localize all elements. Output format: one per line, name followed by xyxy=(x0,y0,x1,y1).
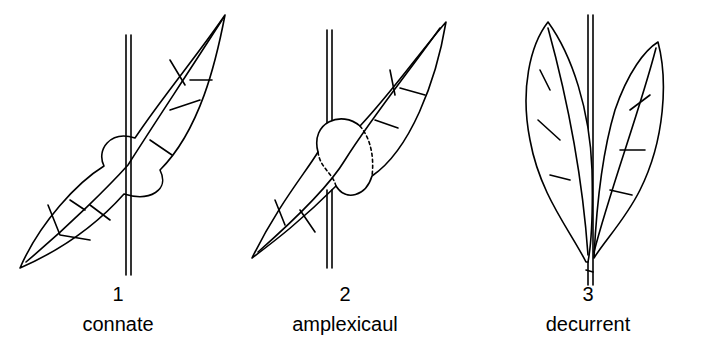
callout-number: 3 xyxy=(582,282,593,306)
connate-leaf xyxy=(20,15,225,275)
term-label: amplexicaul xyxy=(292,312,398,336)
decurrent-leaf xyxy=(526,15,663,285)
term-label: decurrent xyxy=(546,312,631,336)
amplexicaul-leaf xyxy=(252,22,446,268)
callout-number: 2 xyxy=(339,282,350,306)
callout-number: 1 xyxy=(112,282,123,306)
term-label: connate xyxy=(82,312,153,336)
